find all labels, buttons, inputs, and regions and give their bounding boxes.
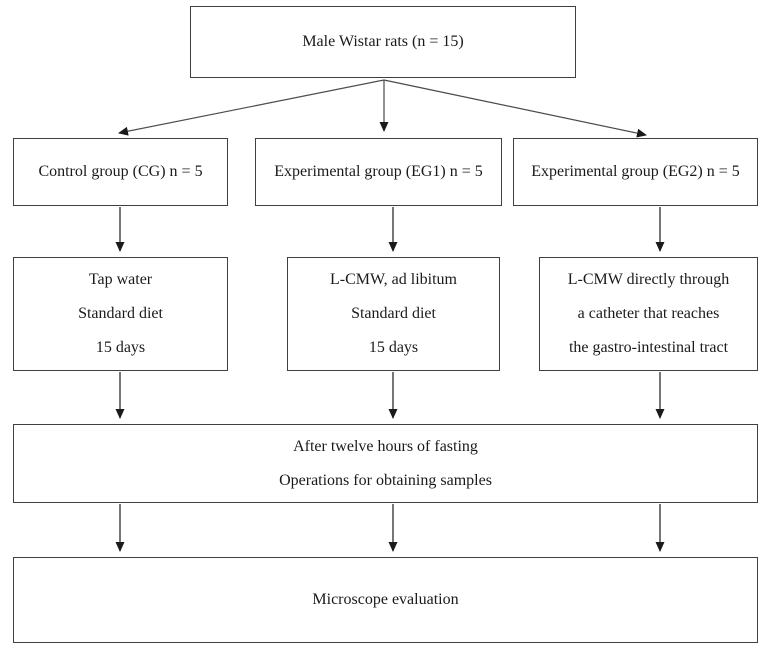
node-population-label: Male Wistar rats (n = 15) [302,33,464,50]
node-experimental-group-2-label: Experimental group (EG2) n = 5 [531,163,740,180]
node-experimental-group-1-label: Experimental group (EG1) n = 5 [274,163,483,180]
arrow-treatments-to-fasting [115,372,665,419]
node-population: Male Wistar rats (n = 15) [190,6,576,78]
node-eg1-treatment: L-CMW, ad libitum Standard diet 15 days [287,257,500,371]
node-control-group: Control group (CG) n = 5 [13,138,228,206]
node-eg2-treatment-line-2: a catheter that reaches [577,305,720,322]
node-fasting-operations-line-2: Operations for obtaining samples [279,471,492,489]
node-eg2-treatment-line-1: L-CMW directly through [567,271,730,288]
node-fasting-operations-line-1: After twelve hours of fasting [293,437,478,455]
node-experimental-group-2: Experimental group (EG2) n = 5 [513,138,758,206]
arrow-fasting-to-microscope [115,504,665,552]
node-eg1-treatment-line-1: L-CMW, ad libitum [330,271,457,288]
node-control-treatment: Tap water Standard diet 15 days [13,257,228,371]
arrow-groups-to-treatments [115,207,665,252]
node-control-treatment-line-1: Tap water [88,271,153,288]
node-control-group-label: Control group (CG) n = 5 [38,163,203,180]
node-experimental-group-1: Experimental group (EG1) n = 5 [255,138,502,206]
node-control-treatment-line-2: Standard diet [78,305,163,322]
node-eg1-treatment-line-2: Standard diet [351,305,436,322]
node-eg2-treatment-line-3: the gastro-intestinal tract [568,339,729,356]
node-eg2-treatment: L-CMW directly through a catheter that r… [539,257,758,371]
node-microscope-evaluation: Microscope evaluation [13,557,758,643]
node-eg1-treatment-line-3: 15 days [368,339,419,356]
arrow-population-to-groups [118,79,647,138]
node-microscope-evaluation-label: Microscope evaluation [312,591,459,608]
node-fasting-operations: After twelve hours of fasting Operations… [13,424,758,503]
node-control-treatment-line-3: 15 days [95,339,146,356]
